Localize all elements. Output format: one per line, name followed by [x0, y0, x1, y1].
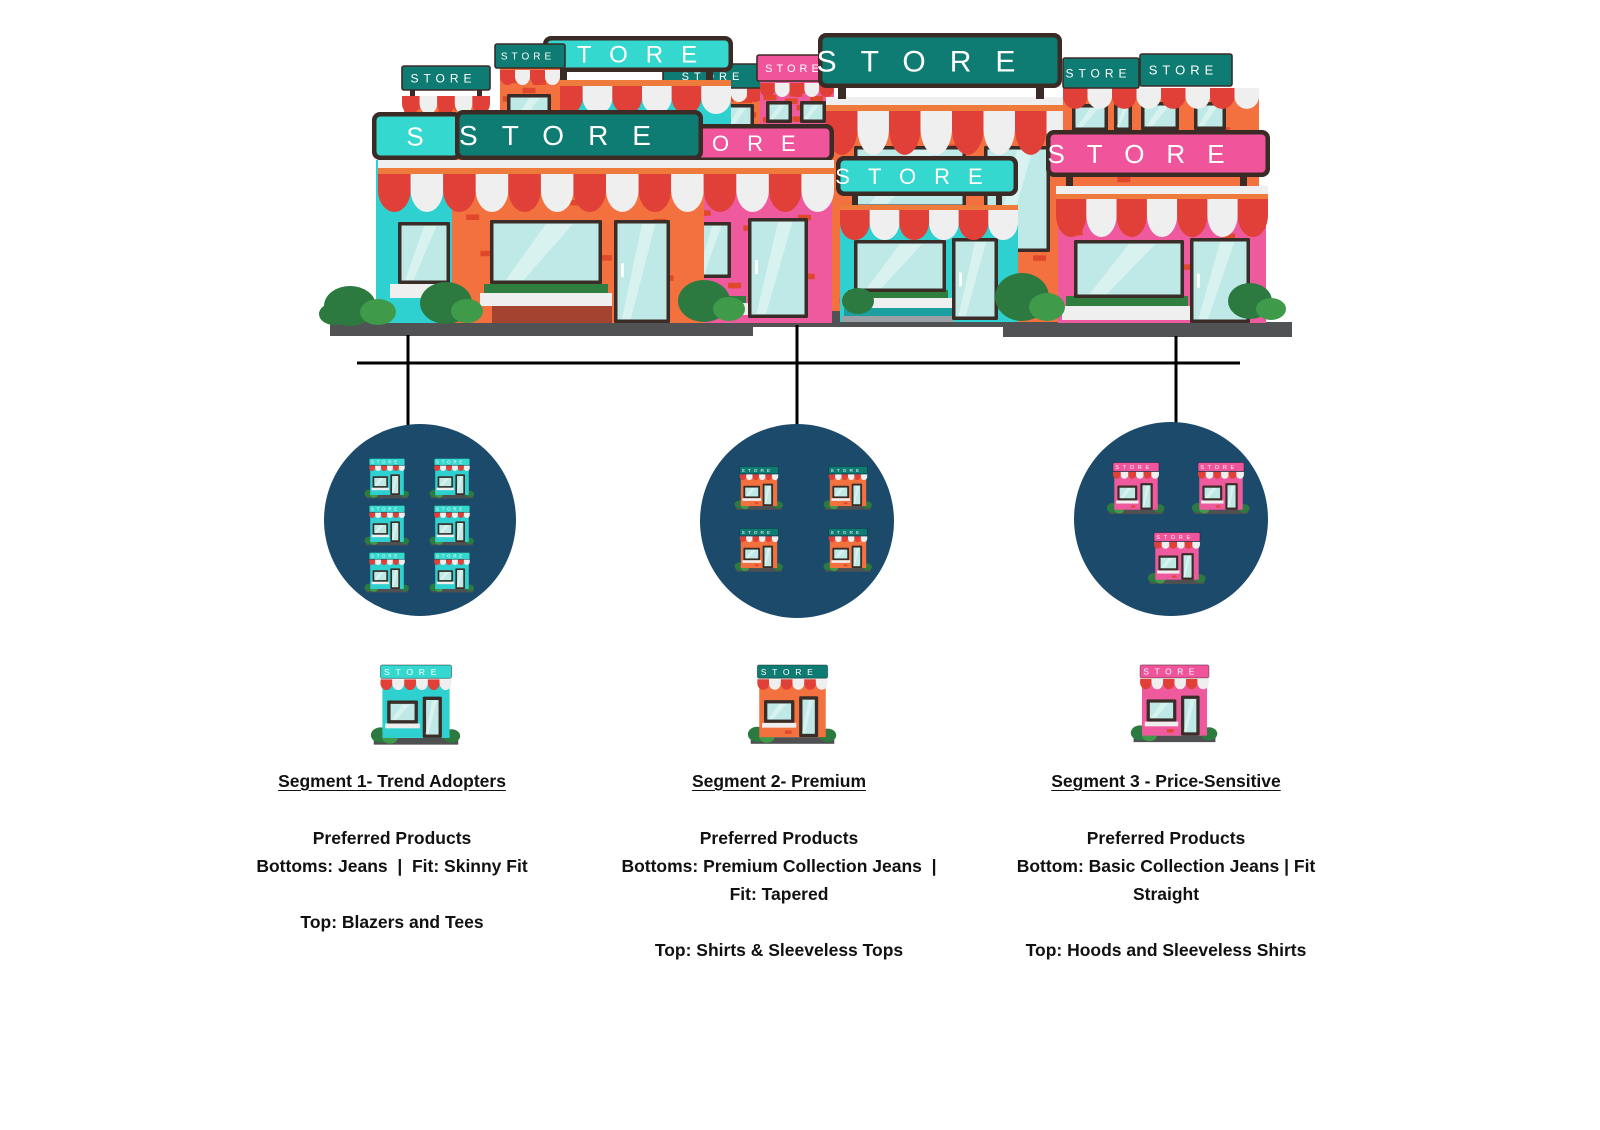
segment-circle-2 — [700, 424, 894, 618]
bush — [1256, 298, 1286, 320]
store-sign-text: STORE — [1200, 465, 1238, 471]
store-sign-text: STORE — [371, 507, 400, 512]
store-sign-text: STORE — [835, 164, 1000, 189]
store-icon-pink: STORE — [1191, 462, 1250, 515]
store-sign-text: STORE — [459, 120, 675, 151]
store-sign-text: STORE — [543, 42, 715, 69]
segment-3-details: Preferred Products Bottom: Basic Collect… — [1016, 828, 1316, 960]
connector-lines — [357, 325, 1240, 442]
store-icon-teal: STORE — [429, 552, 475, 593]
store-sign-text: STORE — [384, 667, 442, 677]
store-sign-text: STORE — [1143, 667, 1200, 677]
store-sign-text: STORE — [436, 507, 465, 512]
store-sign-text: S — [406, 121, 425, 151]
store-sign-text: STORE — [1065, 66, 1131, 80]
segment-2-title: Segment 2- Premium — [691, 771, 867, 791]
store-front-pink-right: STORE — [1046, 130, 1270, 323]
store-front-teal-mid: STORE — [835, 156, 1018, 322]
store-icon-orange: STORE — [734, 528, 783, 572]
segment-1-title: Segment 1- Trend Adopters — [278, 771, 506, 791]
bush — [842, 288, 874, 314]
store-sign-text: STORE — [410, 71, 476, 85]
segment-circles: STORE STORE STORE STORE STORE STORE STORE STORE… — [324, 422, 1268, 618]
bush — [451, 299, 483, 323]
store-sign-text: STORE — [1115, 465, 1153, 471]
store-icon-teal: STORE — [364, 458, 410, 499]
store-front-orange: STORE — [452, 110, 704, 323]
store-sign-text: STORE — [817, 45, 1040, 78]
store-icon-teal: STORE — [429, 505, 475, 546]
store-icon-orange: STORE — [823, 466, 872, 510]
store-sign-text: STORE — [436, 460, 465, 465]
store-sign-text: STORE — [501, 52, 555, 63]
store-icon-pink: STORE — [1147, 532, 1206, 585]
segment-circle-1 — [324, 424, 516, 616]
store-sign-text: STORE — [1156, 535, 1194, 541]
store-icon-teal: STORE — [364, 505, 410, 546]
store-sign-text: STORE — [761, 667, 819, 677]
front-shared-awning — [378, 160, 834, 212]
store-sign-text: STORE — [742, 530, 774, 535]
storefront-cluster: STORESTORESTORESTORESTORESTORESTORESTORE… — [319, 33, 1292, 337]
store-icon-pink: STORE — [1130, 664, 1218, 743]
bush — [713, 297, 745, 321]
segment-3-panel: Segment 3 - Price-Sensitive Preferred Pr… — [966, 770, 1366, 964]
bush — [360, 299, 396, 325]
bushes — [319, 273, 1286, 326]
store-icon-orange: STORE — [823, 528, 872, 572]
store-icon-teal: STORE — [429, 458, 475, 499]
bush — [1029, 293, 1065, 321]
segment-1-panel: Segment 1- Trend Adopters Preferred Prod… — [192, 770, 592, 936]
store-icon-pink: STORE — [1106, 462, 1165, 515]
bush — [319, 303, 349, 325]
store-sign-text: STORE — [831, 530, 863, 535]
store-sign-text: STORE — [1047, 139, 1246, 169]
segment-1-details: Preferred Products Bottoms: Jeans | Fit:… — [256, 828, 528, 932]
store-sign-text: STORE — [371, 554, 400, 559]
store-icon-orange: STORE — [734, 466, 783, 510]
store-sign-text: STORE — [1149, 63, 1219, 78]
segment-2-panel: Segment 2- Premium Preferred Products Bo… — [579, 770, 979, 964]
store-back-pink: STORE — [756, 54, 836, 127]
segment-representative-stores: STORE STORE STORE — [370, 664, 1218, 745]
store-icon-teal: STORE — [364, 552, 410, 593]
store-icon-orange: STORE — [747, 664, 837, 744]
store-sign-text: STORE — [742, 468, 774, 473]
segment-2-details: Preferred Products Bottoms: Premium Coll… — [621, 828, 937, 960]
store-sign-text: STORE — [371, 460, 400, 465]
store-icon-teal: STORE — [370, 664, 461, 745]
store-sign-text: STORE — [436, 554, 465, 559]
store-sign-text: STORE — [765, 63, 823, 75]
segment-circle-3 — [1074, 422, 1268, 616]
store-sign-text: STORE — [831, 468, 863, 473]
segment-3-title: Segment 3 - Price-Sensitive — [1051, 771, 1281, 791]
